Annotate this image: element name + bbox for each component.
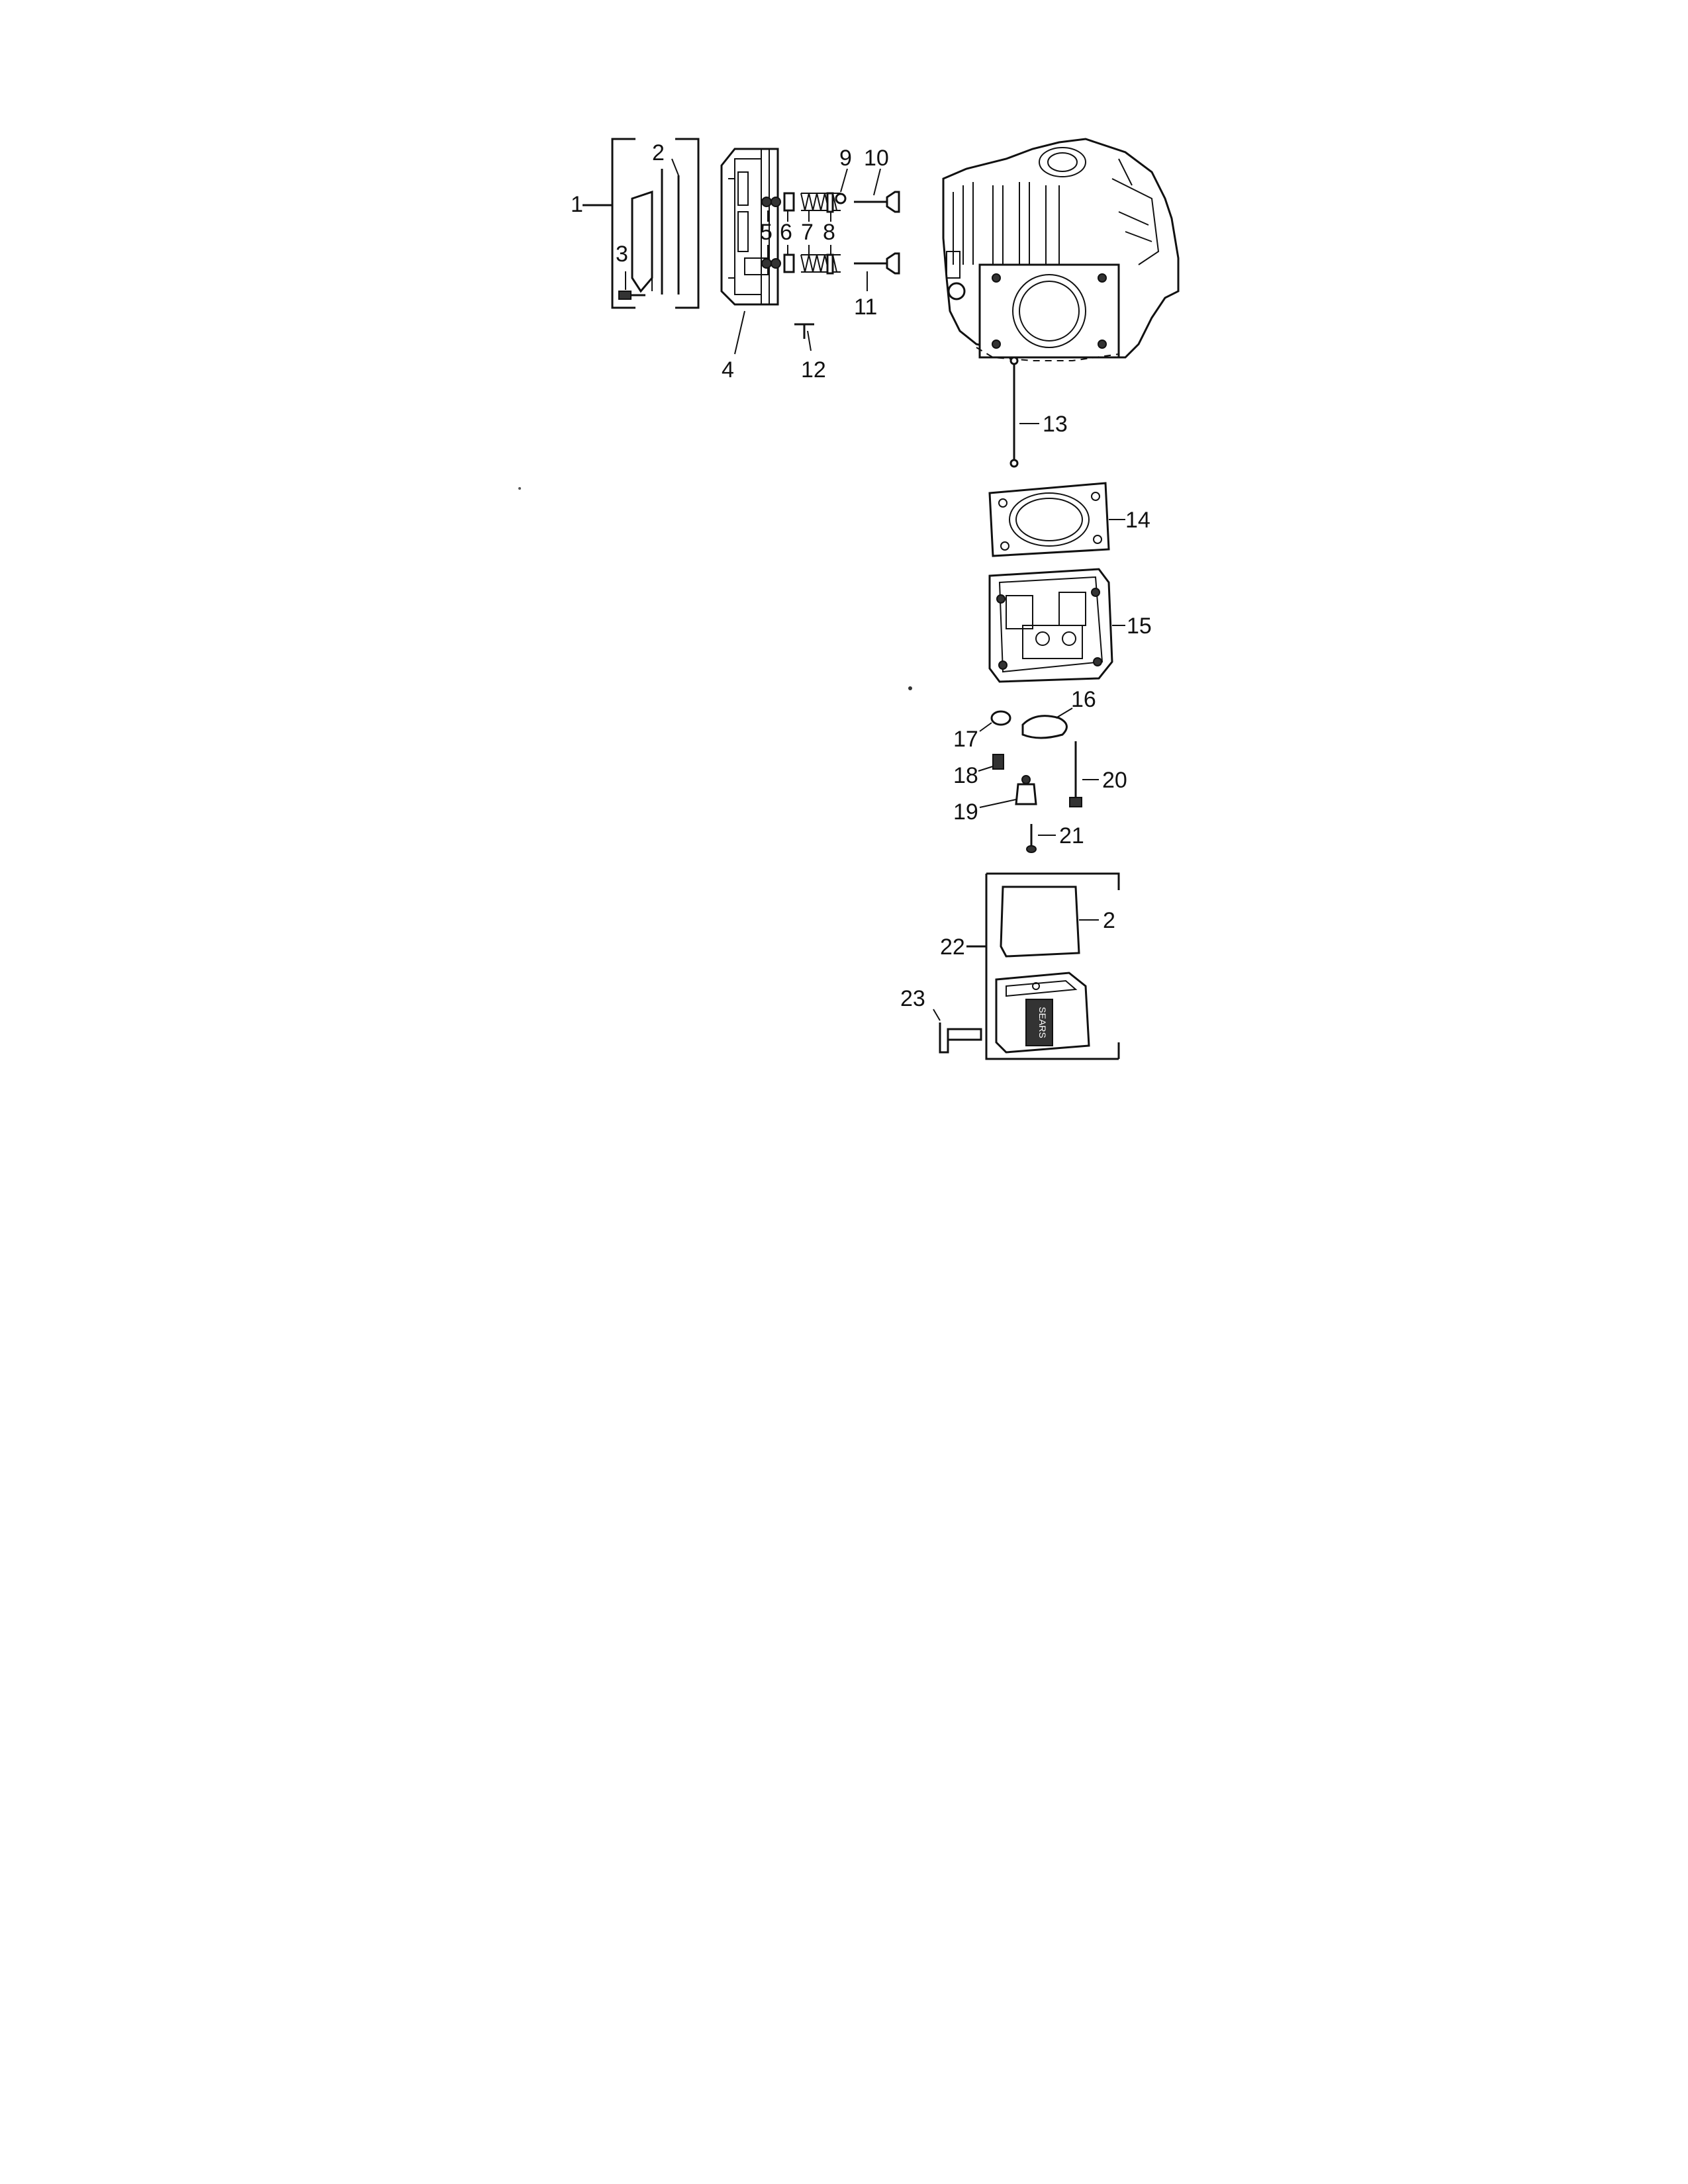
cover-screw-part (618, 271, 645, 300)
rocker-arm-part (1021, 707, 1073, 739)
valve-cover-gasket-part (1000, 886, 1099, 958)
callout-1: 1 (571, 192, 583, 217)
dowel-pin-part (794, 323, 814, 351)
spring-retainer-lower (783, 253, 795, 273)
small-screw-part (1026, 824, 1056, 853)
kit-bracket-22 (966, 872, 1120, 1060)
rocker-stud-part (978, 754, 1004, 772)
exhaust-valve-part (854, 168, 900, 213)
lift-bracket-part (933, 1009, 982, 1054)
rocker-nut-part (979, 710, 1011, 732)
callout-20: 20 (1102, 768, 1127, 793)
head-bolt-part (1069, 741, 1099, 807)
head-gasket-part (988, 482, 1125, 557)
callout-14: 14 (1125, 508, 1150, 533)
valve-spring-lower (800, 254, 841, 273)
kit-bracket-1 (583, 138, 700, 309)
callout-17: 17 (953, 727, 978, 752)
callout-3: 3 (616, 242, 628, 267)
callout-15: 15 (1127, 614, 1152, 639)
callout-8: 8 (823, 220, 835, 245)
callout-labels: 1 2 3 4 5 6 7 8 9 10 11 12 13 14 15 16 1… (571, 140, 1152, 1011)
push-rod-part (1009, 356, 1039, 468)
callout-7: 7 (801, 220, 814, 245)
cylinder-head-part (988, 568, 1125, 683)
callout-21: 21 (1059, 823, 1084, 848)
valve-cap-part (835, 168, 848, 205)
callout-18: 18 (953, 763, 978, 788)
callout-11: 11 (854, 295, 877, 320)
intake-valve-part (854, 252, 900, 291)
callout-2-kit: 2 (1103, 908, 1115, 933)
valve-spring-upper (800, 193, 841, 211)
callout-6: 6 (780, 220, 792, 245)
push-rod-guide-part (979, 775, 1037, 808)
spring-retainer-upper (783, 192, 795, 212)
callout-23: 23 (900, 986, 925, 1011)
cylinder-head-side-part (720, 148, 779, 355)
callout-12: 12 (801, 357, 826, 383)
scan-speck (908, 686, 912, 690)
rocker-cover-part (631, 190, 653, 293)
scan-speck (518, 487, 521, 490)
sears-logo-text: SEARS (1037, 1007, 1048, 1038)
valve-keeper-upper (761, 197, 781, 207)
cover-gasket-part (661, 158, 680, 295)
callout-2: 2 (652, 140, 665, 165)
callout-13: 13 (1043, 412, 1068, 437)
callout-16: 16 (1071, 687, 1096, 712)
callout-19: 19 (953, 799, 978, 825)
callout-9: 9 (839, 146, 852, 171)
engine-block-part (942, 138, 1180, 361)
valve-seal-lower (826, 253, 834, 275)
callout-10: 10 (864, 146, 889, 171)
valve-keeper-lower (761, 258, 781, 269)
valve-seal-upper (826, 192, 834, 213)
callout-5: 5 (760, 220, 773, 245)
valve-cover-part: SEARS (995, 972, 1090, 1054)
callout-22: 22 (940, 934, 965, 960)
callout-4: 4 (722, 357, 734, 383)
